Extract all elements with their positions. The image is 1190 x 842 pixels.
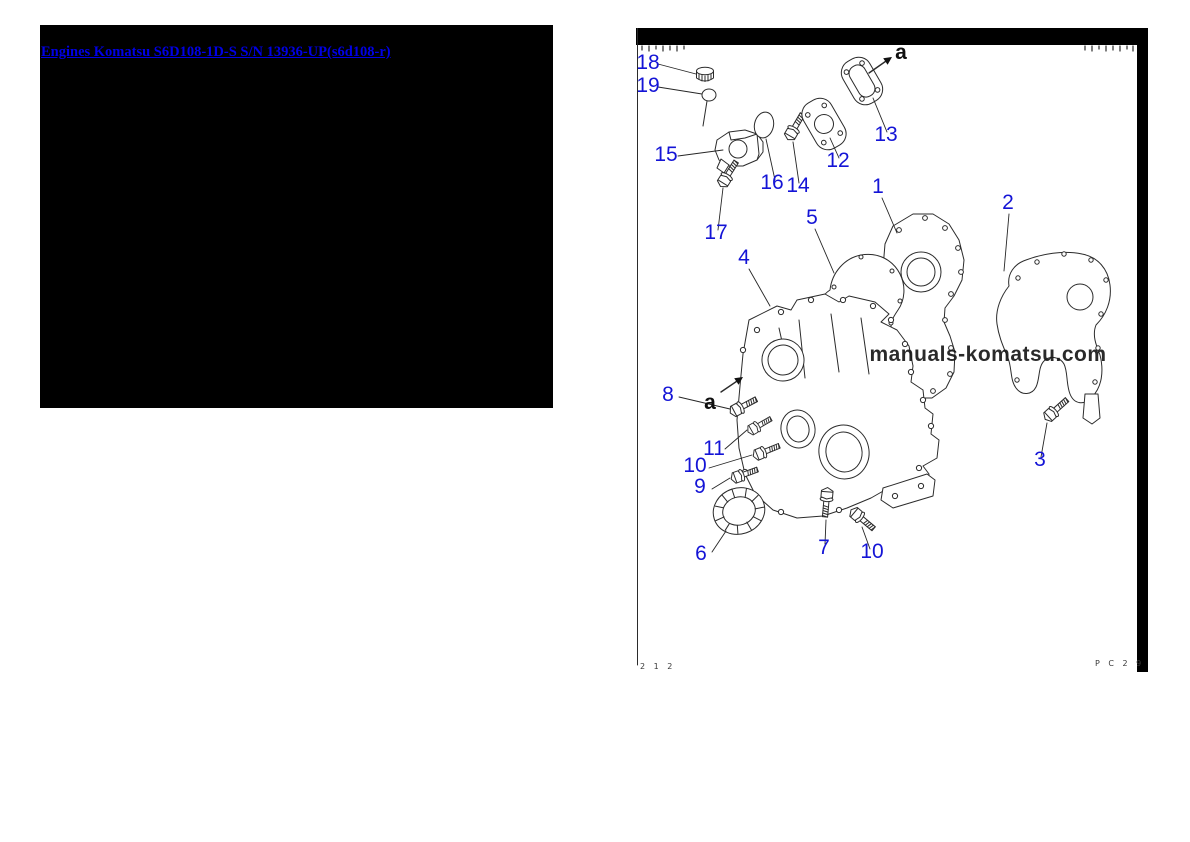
callout-4: 4 [738, 246, 750, 269]
parts-image-black-panel [40, 25, 553, 408]
callout-19: 19 [636, 74, 659, 97]
callout-6: 6 [695, 542, 707, 565]
callout-12: 12 [826, 149, 849, 172]
callout-15: 15 [654, 143, 677, 166]
callout-10-b: 10 [860, 540, 883, 563]
callout-16: 16 [760, 171, 783, 194]
callout-a-mid: a [704, 391, 716, 414]
callout-13: 13 [874, 123, 897, 146]
model-title-link[interactable]: Engines Komatsu S6D108-1D-S S/N 13936-UP… [41, 44, 391, 60]
part-18-cap [696, 66, 714, 82]
part-16-plug [753, 111, 775, 139]
part-3-bolt [1040, 394, 1072, 425]
callout-2: 2 [1002, 191, 1014, 214]
parts-figure-panel: manuals-komatsu.com 2 1 2 P C 2 9 18 19 … [633, 28, 1148, 680]
part-13-gasket [840, 56, 884, 106]
part-19-o-ring [701, 88, 717, 127]
view-arrow-top [868, 57, 892, 74]
part-10-bolt-b [846, 504, 879, 535]
part-12-cover-plate [801, 97, 847, 151]
corner-mark-right: P C 2 9 [1095, 659, 1144, 668]
part-15-breather [714, 129, 764, 174]
scan-frame [636, 28, 1148, 672]
watermark-text: manuals-komatsu.com [869, 343, 1106, 366]
callout-8: 8 [662, 383, 674, 406]
part-6-seal-ring [712, 487, 766, 535]
exploded-parts-figure: manuals-komatsu.com 2 1 2 P C 2 9 18 19 … [636, 28, 1148, 672]
part-4-timing-gear-cover [735, 293, 940, 519]
callout-10-a: 10 [683, 454, 706, 477]
callout-1: 1 [872, 175, 884, 198]
callout-5: 5 [806, 206, 818, 229]
corner-mark-left: 2 1 2 [640, 662, 675, 671]
callout-18: 18 [636, 51, 659, 74]
part-2-gasket [996, 251, 1111, 425]
callout-3: 3 [1034, 448, 1046, 471]
leader-lines [657, 63, 1048, 553]
callout-14: 14 [786, 174, 810, 197]
callout-7: 7 [818, 536, 830, 559]
callout-9: 9 [694, 475, 706, 498]
callout-17: 17 [704, 221, 727, 244]
callout-a-top: a [895, 41, 907, 64]
view-arrow-mid [720, 377, 743, 393]
callout-11: 11 [703, 437, 725, 460]
